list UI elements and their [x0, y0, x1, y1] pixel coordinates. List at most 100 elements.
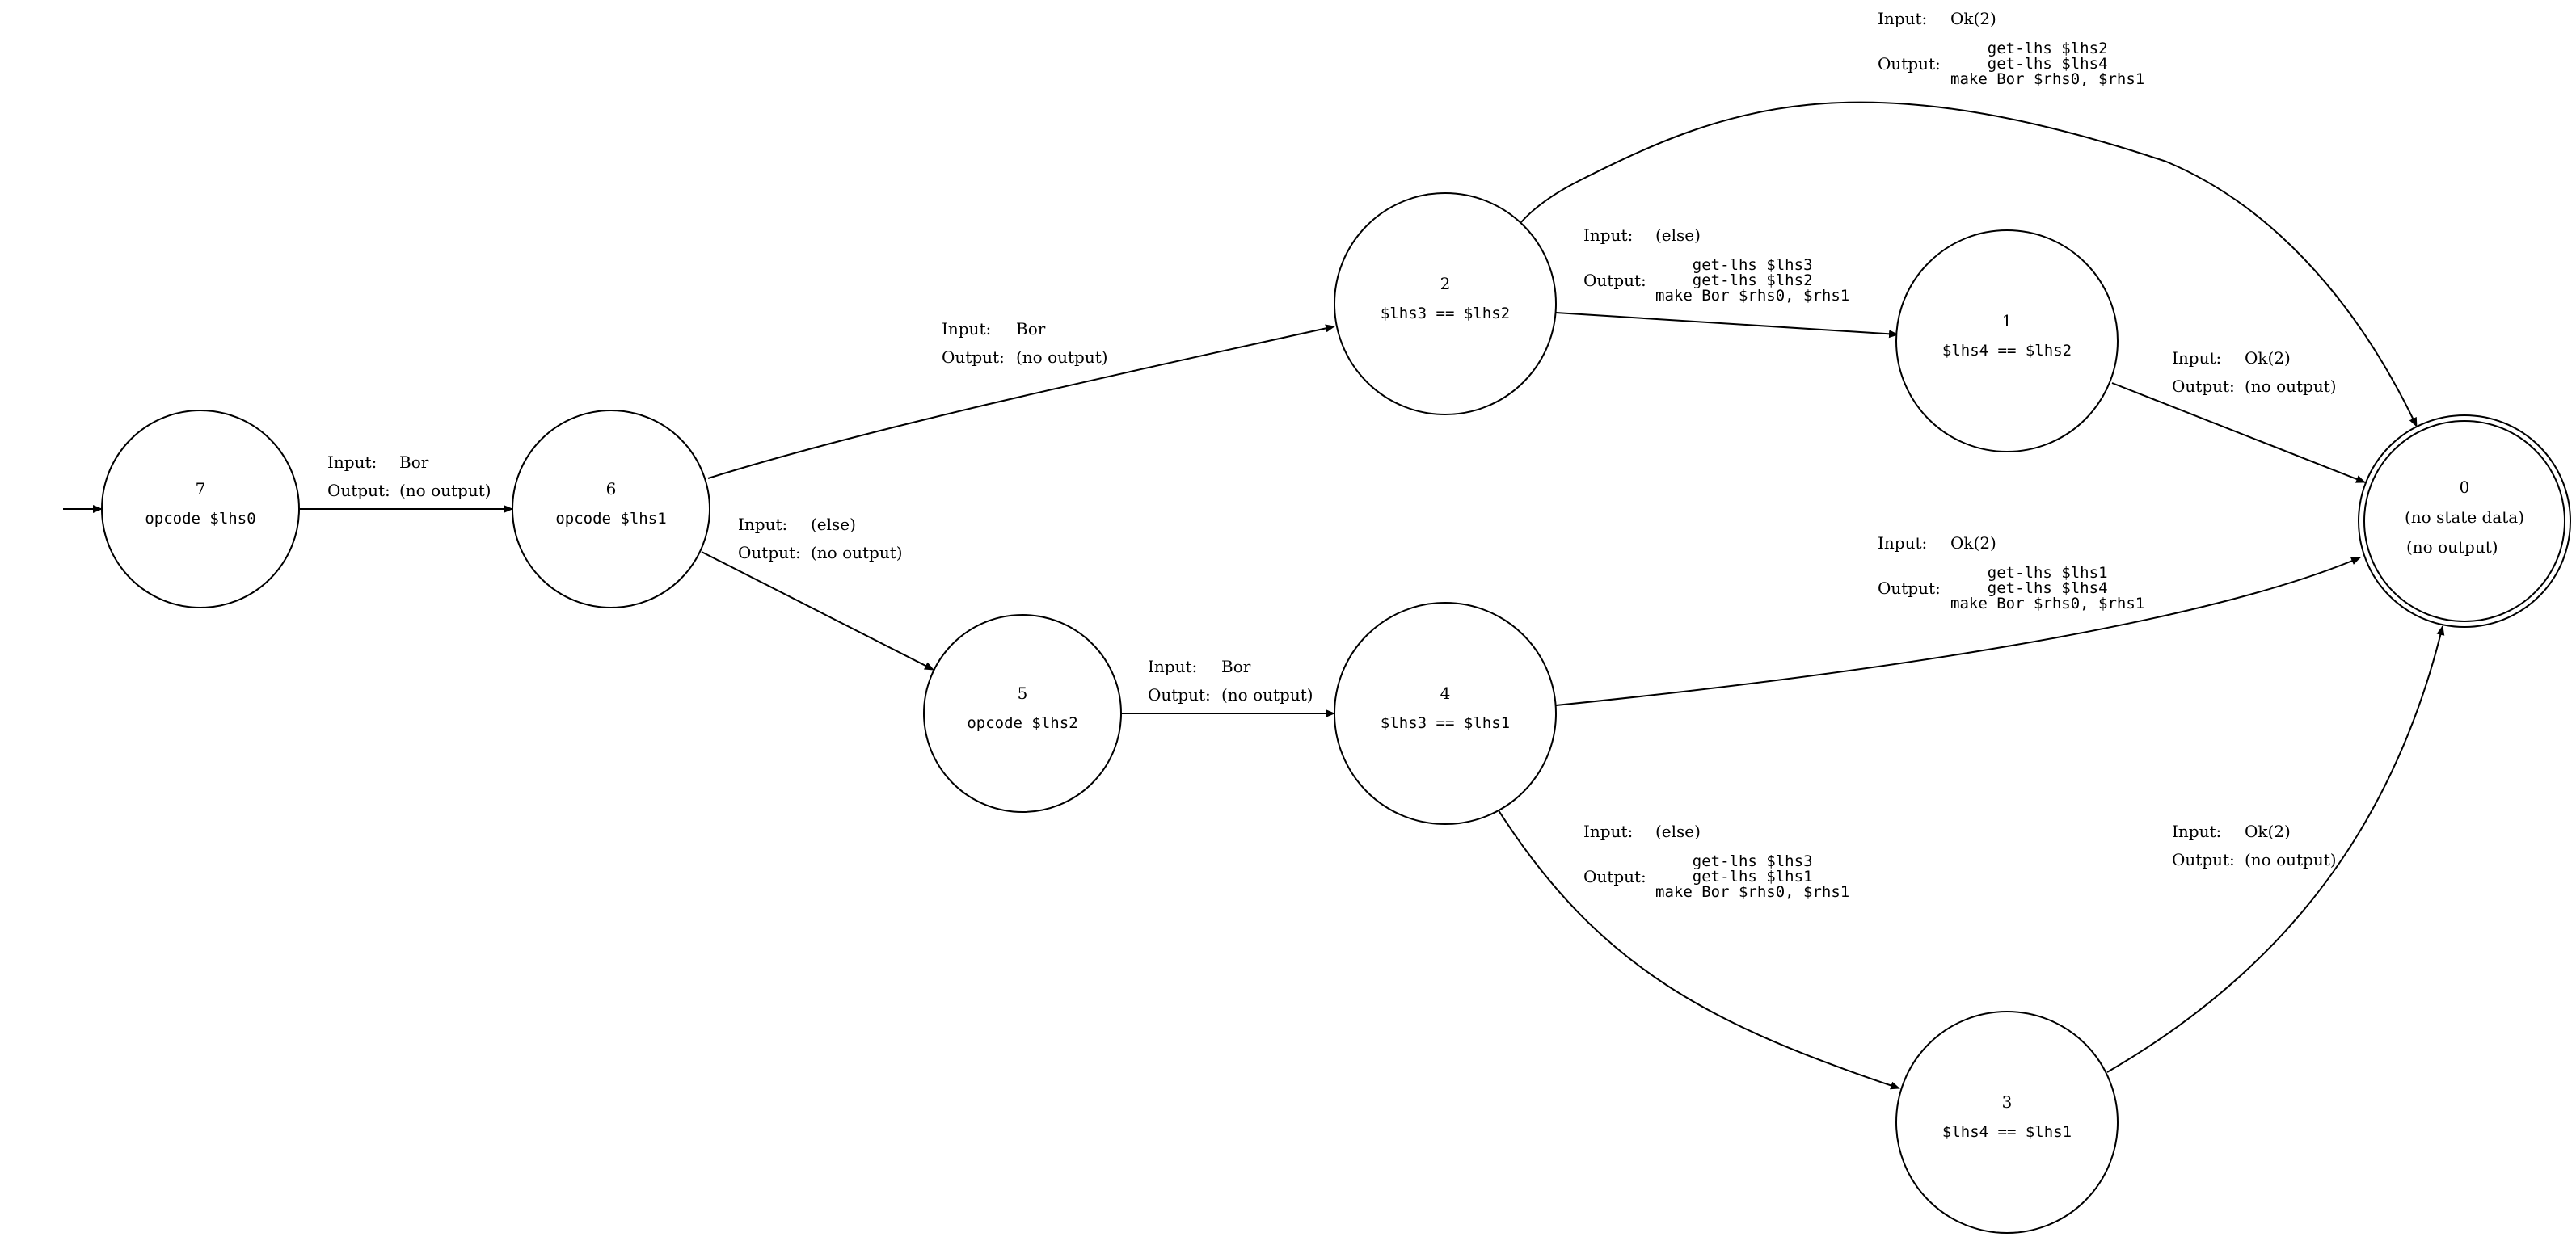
output-value-line: get-lhs $lhs3: [1693, 852, 1813, 870]
input-label: Input:: [738, 515, 787, 534]
edge-6-2: [707, 324, 1335, 479]
state-data-0-1: (no output): [2406, 537, 2498, 557]
input-value: (else): [1655, 822, 1701, 841]
state-data-3-0: $lhs4 == $lhs1: [1942, 1123, 2072, 1141]
input-label: Input:: [2172, 822, 2221, 841]
edge-label-6-5: Input: (else) Output: (no output): [738, 515, 903, 562]
output-value-line: make Bor $rhs0, $rhs1: [1655, 287, 1849, 305]
edge-6-5: [701, 551, 934, 671]
output-value-line: get-lhs $lhs2: [1693, 271, 1813, 289]
output-value: (no output): [2245, 850, 2337, 869]
state-circle-4: [1334, 602, 1557, 825]
edge-4-3: [1498, 810, 1900, 1090]
output-value: (no output): [1016, 347, 1108, 367]
output-label: Output:: [1878, 579, 1941, 598]
input-value: Ok(2): [2245, 822, 2291, 841]
output-label: Output:: [1583, 271, 1646, 290]
state-data-4-0: $lhs3 == $lhs1: [1381, 714, 1510, 732]
output-label: Output:: [738, 543, 801, 562]
edges: [63, 101, 2445, 1090]
output-label: Output:: [2172, 377, 2235, 396]
output-value: (no output): [399, 481, 491, 500]
state-circle-3: [1895, 1011, 2119, 1234]
input-value: Bor: [1016, 319, 1046, 339]
output-label: Output:: [1148, 685, 1211, 705]
input-label: Input:: [1148, 657, 1197, 676]
input-label: Input:: [942, 319, 991, 339]
input-label: Input:: [1583, 225, 1633, 245]
state-data-1-0: $lhs4 == $lhs2: [1942, 342, 2072, 360]
state-data-6-0: opcode $lhs1: [555, 510, 666, 528]
input-label: Input:: [327, 452, 377, 472]
input-value: (else): [1655, 225, 1701, 245]
output-label: Output:: [1583, 867, 1646, 886]
state-circle-1: [1895, 229, 2119, 452]
output-label: Output:: [2172, 850, 2235, 869]
state-node-2: 2 $lhs3 == $lhs2: [1334, 192, 1557, 415]
output-value-line: get-lhs $lhs1: [1988, 564, 2108, 582]
output-label: Output:: [1878, 54, 1941, 74]
edge-label-4-3: Input: (else) Output: get-lhs $lhs3get-lhs …: [1583, 822, 1849, 901]
state-node-0: 0 (no state data) (no output): [2358, 414, 2571, 628]
output-label: Output:: [942, 347, 1005, 367]
output-value: (no output): [1221, 685, 1313, 705]
output-label: Output:: [327, 481, 390, 500]
edge-2-0: [1520, 101, 2418, 427]
edge-label-3-0: Input: Ok(2) Output: (no output): [2172, 822, 2337, 869]
output-value-line: make Bor $rhs0, $rhs1: [1950, 595, 2144, 612]
output-value-line: get-lhs $lhs4: [1988, 579, 2108, 597]
state-id-6: 6: [606, 479, 617, 499]
state-id-1: 1: [2002, 311, 2013, 330]
output-value: (no output): [811, 543, 903, 562]
output-value-line: get-lhs $lhs3: [1693, 256, 1813, 274]
input-value: (else): [811, 515, 856, 534]
state-data-0-0: (no state data): [2405, 507, 2524, 527]
state-id-2: 2: [1440, 274, 1451, 293]
input-label: Input:: [2172, 348, 2221, 368]
edge-3-0: [2106, 625, 2445, 1073]
input-value: Ok(2): [2245, 348, 2291, 368]
edge-label-2-1: Input: (else) Output: get-lhs $lhs3get-lhs …: [1583, 225, 1849, 305]
state-node-6: 6 opcode $lhs1: [512, 410, 710, 608]
edge-label-1-0: Input: Ok(2) Output: (no output): [2172, 348, 2337, 396]
input-value: Bor: [399, 452, 429, 472]
state-circle-2: [1334, 192, 1557, 415]
output-value-line: get-lhs $lhs4: [1988, 55, 2108, 73]
state-circle-5: [923, 614, 1122, 813]
input-value: Ok(2): [1950, 9, 1996, 28]
output-value-line: get-lhs $lhs1: [1693, 868, 1813, 886]
output-value: (no output): [2245, 377, 2337, 396]
input-value: Bor: [1221, 657, 1251, 676]
input-label: Input:: [1878, 9, 1927, 28]
edge-4-0: [1555, 557, 2361, 706]
output-value-line: get-lhs $lhs2: [1988, 40, 2108, 57]
edge-2-1: [1555, 312, 1899, 339]
state-circle-7: [101, 410, 300, 608]
input-label: Input:: [1583, 822, 1633, 841]
output-value-line: make Bor $rhs0, $rhs1: [1655, 883, 1849, 901]
state-node-3: 3 $lhs4 == $lhs1: [1895, 1011, 2119, 1234]
output-value-line: make Bor $rhs0, $rhs1: [1950, 70, 2144, 88]
state-id-0: 0: [2460, 478, 2470, 497]
input-value: Ok(2): [1950, 533, 1996, 553]
state-circle-6: [512, 410, 710, 608]
state-id-3: 3: [2002, 1092, 2013, 1112]
final-state-ring-0: [2363, 420, 2565, 622]
state-data-2-0: $lhs3 == $lhs2: [1381, 305, 1510, 322]
state-data-7-0: opcode $lhs0: [145, 510, 255, 528]
edge-1-0: [2111, 382, 2366, 483]
state-id-4: 4: [1440, 684, 1451, 703]
state-node-1: 1 $lhs4 == $lhs2: [1895, 229, 2119, 452]
state-id-5: 5: [1018, 684, 1028, 703]
input-label: Input:: [1878, 533, 1927, 553]
